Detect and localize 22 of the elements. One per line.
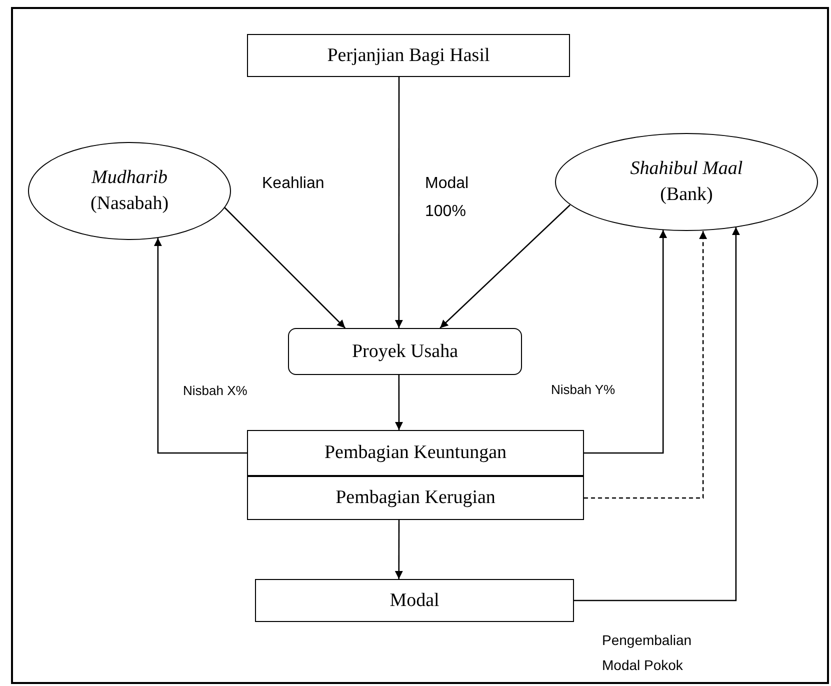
process-box: [247, 476, 584, 520]
node-label: Shahibul Maal: [630, 157, 743, 181]
node-label: (Nasabah): [90, 192, 169, 216]
process-box: [255, 579, 574, 622]
arrow: [154, 238, 247, 454]
process-box: [288, 328, 522, 375]
arrow: [394, 77, 403, 328]
node-label: Pembagian Kerugian: [336, 486, 496, 510]
node-label: Modal: [390, 588, 440, 612]
node-label: Perjanjian Bagi Hasil: [327, 44, 490, 68]
dashed-arrow: [584, 231, 708, 499]
node-label: Mudharib: [92, 166, 168, 190]
arrow: [394, 375, 403, 430]
node-label: Proyek Usaha: [352, 340, 458, 364]
process-box: [247, 34, 570, 77]
process-box: [247, 430, 584, 476]
node-label: Pembagian Keuntungan: [324, 441, 507, 465]
node-label: (Bank): [660, 183, 713, 207]
arrow: [574, 227, 740, 602]
arrow: [584, 230, 668, 454]
arrow: [440, 204, 570, 328]
arrow: [394, 520, 403, 579]
